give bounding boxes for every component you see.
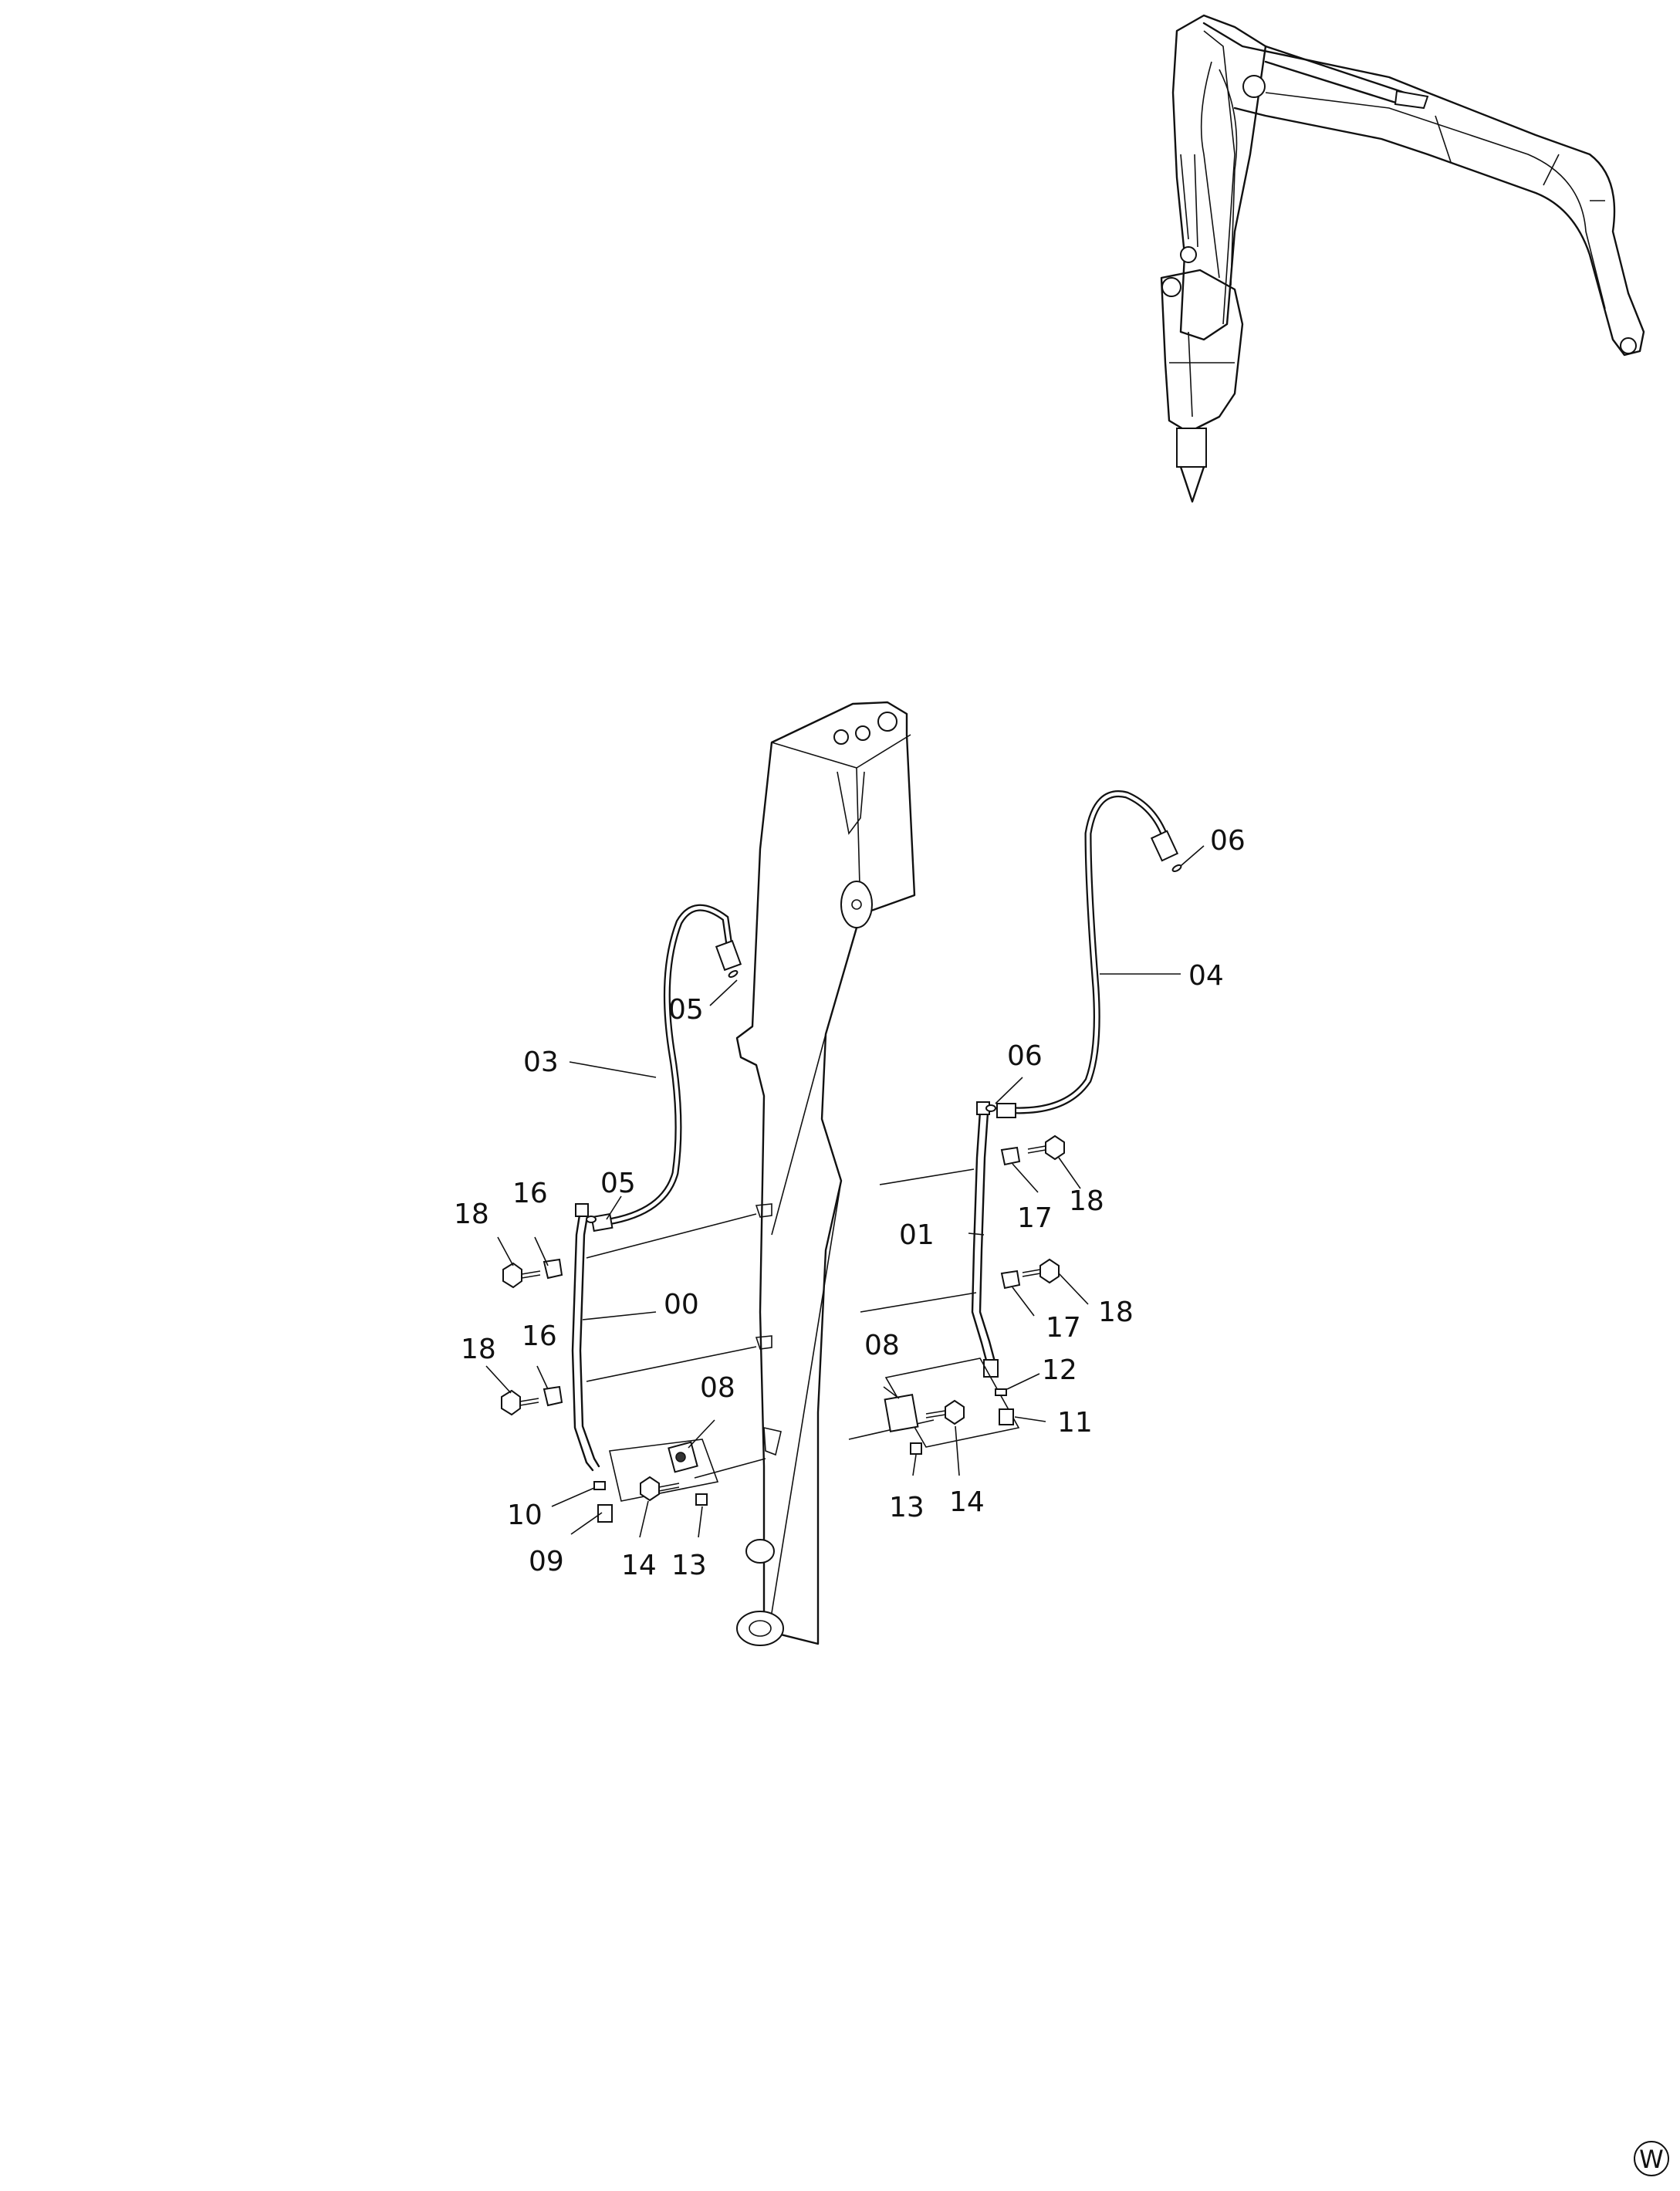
callout-18-left-lower: 18 — [461, 1334, 496, 1365]
callout-13-right: 13 — [889, 1492, 925, 1523]
callout-00: 00 — [664, 1289, 699, 1320]
boom-arm — [735, 701, 916, 1646]
bolt-18-lower — [501, 1389, 539, 1416]
corner-mark-letter: W — [1639, 2145, 1664, 2174]
callout-17-lower: 17 — [1046, 1312, 1081, 1344]
arm-breaker-inset — [1160, 14, 1645, 503]
callout-16-upper: 16 — [512, 1178, 548, 1209]
corner-mark: W — [1634, 2141, 1669, 2176]
bolt-18-upper — [502, 1262, 541, 1289]
callout-05-lower: 05 — [600, 1168, 636, 1199]
callout-10: 10 — [507, 1500, 543, 1531]
callout-14-right: 14 — [949, 1486, 985, 1518]
callout-13-left: 13 — [671, 1550, 707, 1581]
callout-11: 11 — [1057, 1407, 1093, 1439]
callout-18-right-lower: 18 — [1098, 1297, 1134, 1328]
left-assembly — [501, 904, 766, 1523]
callout-17-upper: 17 — [1017, 1202, 1053, 1234]
callout-06-lower: 06 — [1007, 1040, 1043, 1072]
callout-04: 04 — [1188, 960, 1224, 992]
callout-03: 03 — [523, 1046, 559, 1078]
callout-14-left: 14 — [621, 1550, 657, 1581]
callout-labels: 03 05 05 18 16 00 18 16 08 10 09 14 13 0… — [454, 825, 1246, 1581]
callout-leaders — [485, 845, 1205, 1538]
callout-09: 09 — [529, 1546, 564, 1577]
callout-18-left-upper: 18 — [454, 1199, 489, 1230]
callout-06-upper: 06 — [1210, 825, 1246, 857]
callout-16-lower: 16 — [522, 1320, 557, 1352]
callout-08-left: 08 — [700, 1372, 735, 1404]
callout-01: 01 — [899, 1219, 935, 1251]
callout-18-right-upper: 18 — [1069, 1185, 1104, 1217]
callout-05-upper: 05 — [668, 994, 704, 1026]
right-assembly — [848, 790, 1182, 1455]
callout-08-right: 08 — [864, 1330, 900, 1361]
callout-12: 12 — [1042, 1354, 1077, 1386]
